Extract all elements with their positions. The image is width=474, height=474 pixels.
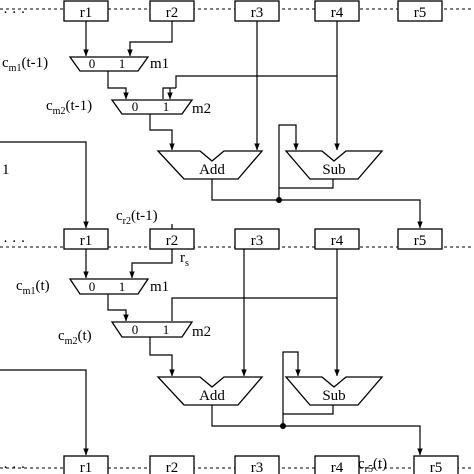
c-m2-label-stage2: cm2(t) (58, 328, 92, 347)
svg-text:r4: r4 (331, 5, 344, 21)
register-r4: r4 (314, 0, 360, 22)
register-r5: r5 (397, 228, 443, 250)
c-m2-label-stage1: cm2(t-1) (46, 98, 92, 117)
svg-text:1: 1 (119, 279, 126, 294)
alu-add-stage1: Add (156, 150, 264, 180)
ellipsis-bottom: · · · (3, 460, 26, 474)
alu-sub-stage2: Sub (284, 376, 384, 406)
svg-text:r1: r1 (80, 5, 93, 21)
svg-text:0: 0 (132, 322, 139, 337)
c-r2-label: cr2(t-1) (116, 208, 158, 227)
register-r2: r2 (149, 455, 195, 474)
register-r5: r5 (413, 455, 459, 474)
left-fragment-label: 1 (2, 162, 10, 178)
register-r1: r1 (63, 228, 109, 250)
svg-text:Sub: Sub (322, 162, 345, 178)
ellipsis-top: · · · (3, 5, 26, 21)
alu-add-stage2: Add (156, 376, 264, 406)
svg-text:0: 0 (132, 99, 139, 114)
svg-text:r2: r2 (166, 5, 179, 21)
svg-text:0: 0 (89, 279, 96, 294)
mux-m1-stage1: 0 1 m1 (68, 56, 169, 72)
stage2-wires (0, 249, 423, 456)
svg-text:m2: m2 (192, 101, 211, 117)
svg-text:1: 1 (163, 99, 170, 114)
svg-text:m1: m1 (150, 279, 169, 295)
register-r3: r3 (234, 0, 280, 22)
svg-text:r1: r1 (80, 460, 93, 474)
svg-text:1: 1 (163, 322, 170, 337)
svg-text:r3: r3 (251, 233, 264, 249)
svg-text:1: 1 (119, 56, 126, 71)
r-s-label: rs (180, 250, 189, 269)
stage1-wires (0, 21, 423, 229)
register-r2: r2 (149, 228, 195, 250)
svg-text:r3: r3 (251, 460, 264, 474)
register-r4: r4 (314, 228, 360, 250)
register-r1: r1 (63, 455, 109, 474)
svg-text:r4: r4 (331, 460, 344, 474)
svg-text:r5: r5 (430, 460, 443, 474)
register-r1: r1 (63, 0, 109, 22)
alu-sub-stage1: Sub (284, 150, 384, 180)
svg-text:r2: r2 (166, 233, 179, 249)
mux-m2-stage2: 0 1 m2 (110, 321, 211, 340)
svg-text:m2: m2 (192, 324, 211, 340)
svg-text:r5: r5 (414, 5, 427, 21)
register-r2: r2 (149, 0, 195, 22)
register-row-top: · · · r1 r2 r3 r4 r5 (0, 0, 474, 22)
svg-text:r2: r2 (166, 460, 179, 474)
register-row-middle: · · · r1 r2 r3 r4 r5 (0, 228, 474, 250)
svg-text:Add: Add (199, 162, 225, 178)
svg-text:Sub: Sub (322, 388, 345, 404)
svg-text:m1: m1 (150, 56, 169, 72)
register-row-bottom: · · · r1 r2 r3 r4 r5 (0, 455, 474, 474)
mux-m2-stage1: 0 1 m2 (110, 99, 211, 117)
c-m1-label-stage1: cm1(t-1) (2, 55, 48, 74)
svg-text:r1: r1 (80, 233, 93, 249)
svg-text:Add: Add (199, 388, 225, 404)
c-m1-label-stage2: cm1(t) (16, 278, 50, 297)
svg-text:r4: r4 (331, 233, 344, 249)
register-r5: r5 (397, 0, 443, 22)
register-r4: r4 (314, 455, 360, 474)
mux-m1-stage2: 0 1 m1 (68, 278, 169, 295)
c-r5-label: cr5(t) (358, 456, 387, 474)
register-r3: r3 (234, 455, 280, 474)
svg-text:0: 0 (89, 56, 96, 71)
register-r3: r3 (234, 228, 280, 250)
ellipsis-middle: · · · (3, 234, 26, 250)
svg-text:r5: r5 (414, 233, 427, 249)
svg-text:r3: r3 (251, 5, 264, 21)
